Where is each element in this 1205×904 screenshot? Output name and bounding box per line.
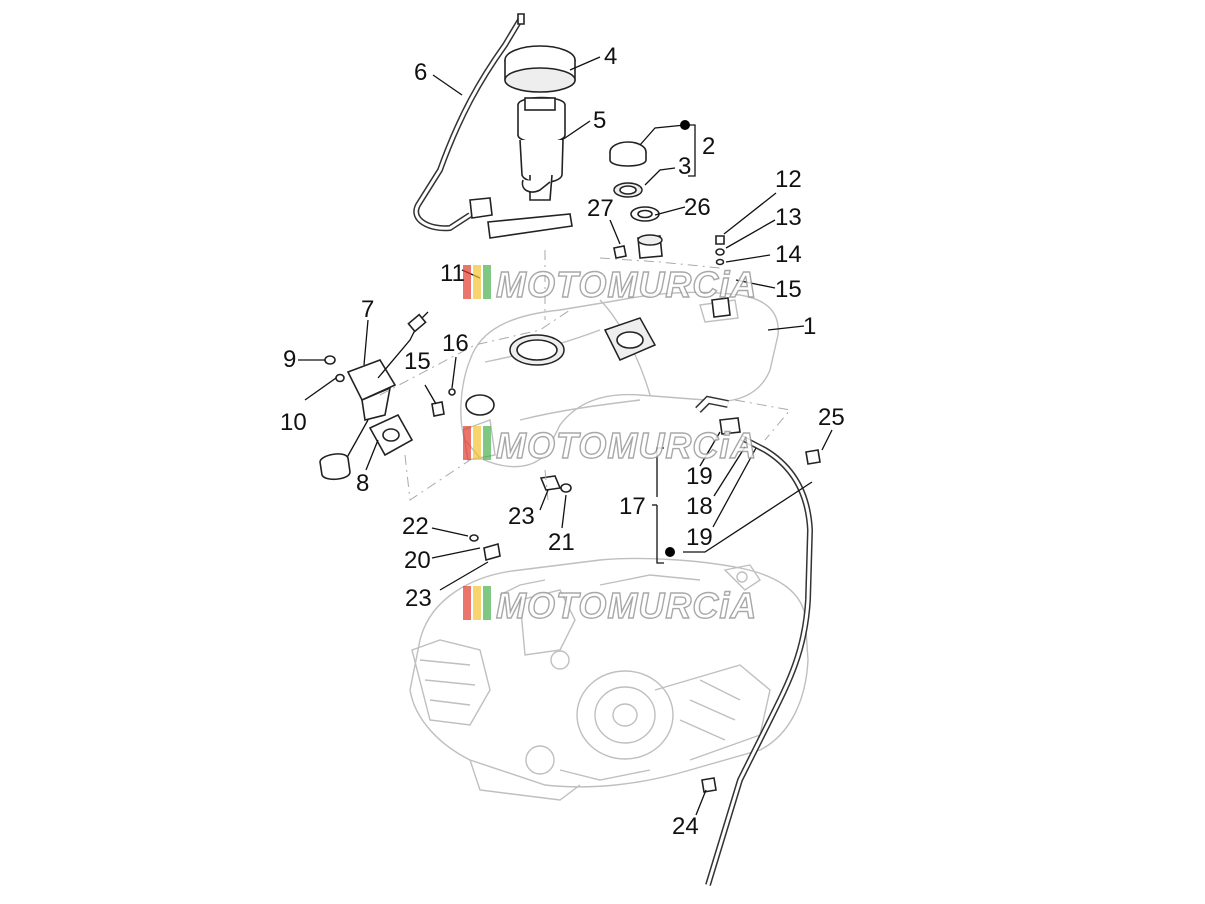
- watermark-stripe-yellow: [473, 586, 481, 620]
- callout-16: 16: [442, 330, 469, 357]
- callout-5: 5: [593, 107, 606, 134]
- watermark-middle: MOTOMURCiA: [463, 424, 757, 467]
- callout-7: 7: [361, 296, 374, 323]
- callout-4: 4: [604, 43, 617, 70]
- callout-25: 25: [818, 404, 845, 431]
- watermark-stripe-red: [463, 265, 471, 299]
- clip-parts: [431, 235, 725, 417]
- callout-9: 9: [283, 346, 296, 373]
- callout-1: 1: [803, 313, 816, 340]
- watermark-stripe-green: [483, 426, 491, 460]
- callout-24: 24: [672, 813, 699, 840]
- callout-2: 2: [702, 133, 715, 160]
- watermark-stripe-green: [483, 586, 491, 620]
- watermark-bottom: MOTOMURCiA: [463, 584, 757, 627]
- callout-14: 14: [775, 241, 802, 268]
- callout-12: 12: [775, 166, 802, 193]
- callout-18: 18: [686, 493, 713, 520]
- fuel-pump-assembly: [413, 13, 576, 239]
- kit-marker-dot: [665, 547, 675, 557]
- callout-19: 19: [686, 463, 713, 490]
- callout-15: 15: [775, 276, 802, 303]
- callout-26: 26: [684, 194, 711, 221]
- callout-23: 23: [405, 585, 432, 612]
- engine-ghost-drawing: [409, 557, 809, 801]
- callout-17: 17: [619, 493, 646, 520]
- callout-10: 10: [280, 409, 307, 436]
- level-sender-parts: [319, 311, 429, 481]
- callout-13: 13: [775, 204, 802, 231]
- callout-6: 6: [414, 59, 427, 86]
- breather-hose-parts: [469, 395, 821, 886]
- callout-22: 22: [402, 513, 429, 540]
- callout-21: 21: [548, 529, 575, 556]
- callout-labels: 1 2 3 4 5 6 7 8 9 10 11 12 13 14 15 15 1…: [280, 43, 845, 840]
- watermark-stripe-yellow: [473, 426, 481, 460]
- callout-15: 15: [404, 348, 431, 375]
- kit-marker-dot: [680, 120, 690, 130]
- watermark-text: MOTOMURCiA: [496, 264, 757, 305]
- center-lines: [379, 250, 791, 501]
- watermark-stripe-red: [463, 586, 471, 620]
- watermark-text: MOTOMURCiA: [496, 425, 757, 466]
- watermark-stripe-yellow: [473, 265, 481, 299]
- fuel-tank-ghost-drawing: [460, 291, 779, 468]
- filler-cap-parts: [609, 141, 663, 259]
- watermark-stripe-green: [483, 265, 491, 299]
- callout-11: 11: [440, 260, 465, 287]
- leader-lines: [298, 56, 833, 816]
- watermark-text: MOTOMURCiA: [496, 585, 757, 626]
- callout-8: 8: [356, 470, 369, 497]
- callout-23: 23: [508, 503, 535, 530]
- watermark-top: MOTOMURCiA: [463, 263, 757, 306]
- callout-20: 20: [404, 547, 431, 574]
- callout-19: 19: [686, 524, 713, 551]
- callout-27: 27: [587, 195, 614, 222]
- callout-3: 3: [678, 153, 691, 180]
- watermark-stripe-red: [463, 426, 471, 460]
